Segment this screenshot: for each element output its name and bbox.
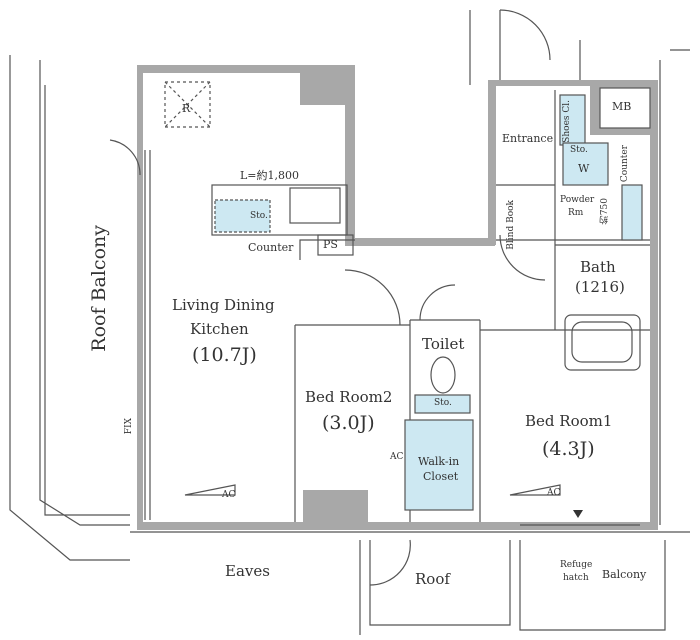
area-label-eaves: Eaves xyxy=(225,562,270,580)
powder-label-2: Rm xyxy=(568,208,584,218)
ac-label-bedroom2: AC xyxy=(390,452,404,462)
area-label-balcony: Balcony xyxy=(602,568,647,581)
r-label: R xyxy=(182,102,191,115)
washer-label: W xyxy=(578,162,590,175)
counter-label-vertical: Counter xyxy=(620,145,630,183)
room-label-bedroom1: Bed Room1 xyxy=(525,412,613,430)
shoes-closet-label: Shoes Cl. xyxy=(562,100,572,143)
toilet-storage-label: Sto. xyxy=(434,398,452,408)
kitchen-counter-label: Counter xyxy=(248,241,294,254)
room-label-roof-balcony: Roof Balcony xyxy=(88,225,110,352)
washroom-storage-label: Sto. xyxy=(570,145,588,155)
powder-label-1: Powder xyxy=(560,195,595,205)
mb-label: MB xyxy=(612,100,632,113)
area-label-roof: Roof xyxy=(415,570,450,588)
ac-label-ldk: AC xyxy=(222,490,236,500)
roof-balcony-outline xyxy=(9,55,130,561)
room-label-bedroom2: Bed Room2 xyxy=(305,388,393,406)
kitchen-storage-label: Sto. xyxy=(250,211,268,221)
room-label-entrance: Entrance xyxy=(502,132,554,145)
room-size-ldk: (10.7J) xyxy=(192,344,257,366)
refuge-label-2: hatch xyxy=(563,573,589,583)
walkin-label-1: Walk-in xyxy=(418,455,460,468)
room-size-bedroom1: (4.3J) xyxy=(542,438,595,460)
ac-label-bedroom1: AC xyxy=(547,488,561,498)
kitchen-length-label: L=約1,800 xyxy=(240,169,300,182)
room-size-bedroom2: (3.0J) xyxy=(322,412,375,434)
fix-window-label: FIX xyxy=(124,418,134,435)
ps-label: PS xyxy=(323,238,338,251)
blind-book-label: Blind Book xyxy=(506,200,516,250)
walkin-label-2: Closet xyxy=(423,470,459,483)
width-750-label: 約750 xyxy=(600,198,610,225)
room-label-toilet: Toilet xyxy=(422,335,465,353)
bottom-outline xyxy=(130,531,690,635)
room-label-ldk-1: Living Dining xyxy=(172,296,275,314)
refuge-label-1: Refuge xyxy=(560,560,593,570)
room-label-bath: Bath xyxy=(580,258,616,276)
room-size-bath: (1216) xyxy=(575,278,625,296)
room-label-ldk-2: Kitchen xyxy=(190,320,249,338)
